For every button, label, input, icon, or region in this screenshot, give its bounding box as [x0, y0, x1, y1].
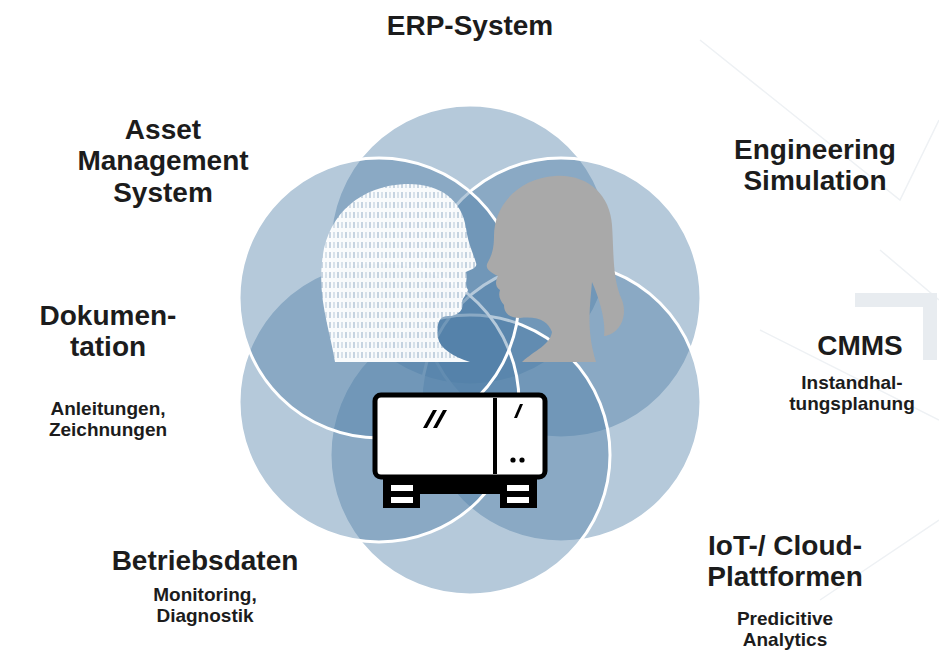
system-label: Dokumen- tation [33, 300, 183, 363]
person-silhouette-grey [487, 176, 624, 362]
person-silhouette-binary [321, 184, 476, 362]
system-label: Engineering Simulation [700, 134, 930, 197]
system-label: Betriebsdaten [80, 545, 330, 576]
system-sublabel: Monitoring, Diagnostik [130, 584, 280, 627]
overlapping-circles [239, 105, 701, 595]
system-label: ERP-System [340, 10, 600, 41]
system-sublabel: Anleitungen, Zeichnungen [28, 398, 188, 441]
system-sublabel: Predicitive Analytics [710, 608, 860, 651]
system-sublabel: Instandhal- tungsplanung [777, 372, 927, 415]
system-label: IoT-/ Cloud- Plattformen [665, 530, 905, 593]
system-label: CMMS [800, 330, 920, 361]
machine-icon [375, 395, 545, 508]
background-network [700, 40, 939, 600]
system-label: Asset Management System [38, 114, 288, 208]
